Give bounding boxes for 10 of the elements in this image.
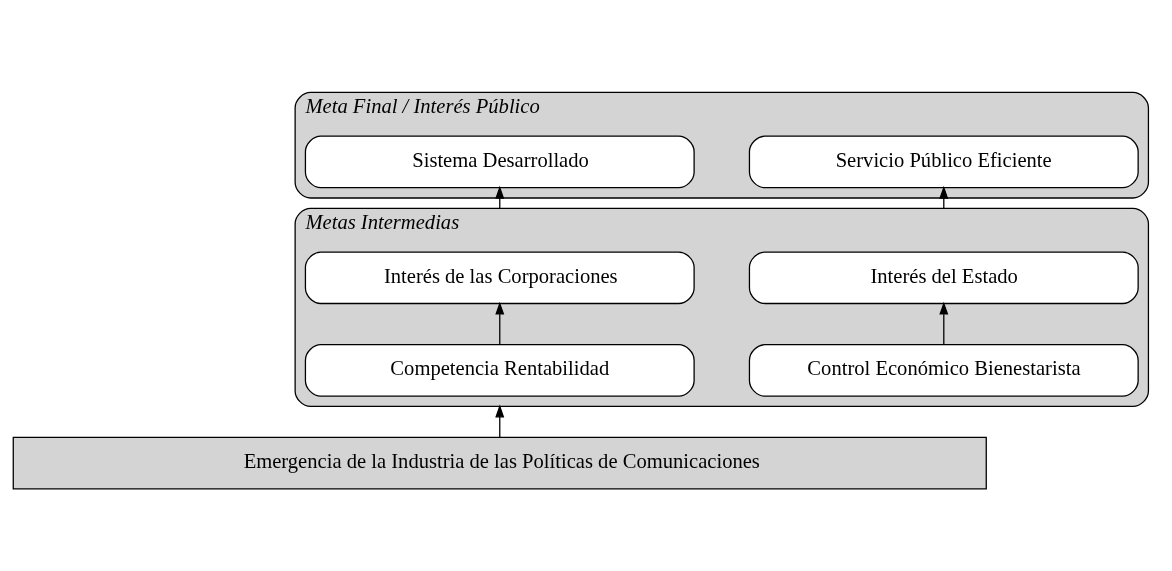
arrow [495, 404, 505, 438]
node-box: Servicio Público Eficiente [748, 135, 1139, 189]
node-box: Emergencia de la Industria de las Políticas de Comunicaciones [12, 436, 987, 490]
node-box: Interés del Estado [748, 251, 1139, 305]
node-box: Control Económico Bienestarista [748, 344, 1139, 397]
arrow [939, 301, 949, 346]
arrow [495, 301, 505, 346]
node-box: Competencia Rentabilidad [304, 344, 695, 397]
node-box: Sistema Desarrollado [304, 135, 695, 189]
node-box: Interés de las Corporaciones [304, 251, 695, 305]
